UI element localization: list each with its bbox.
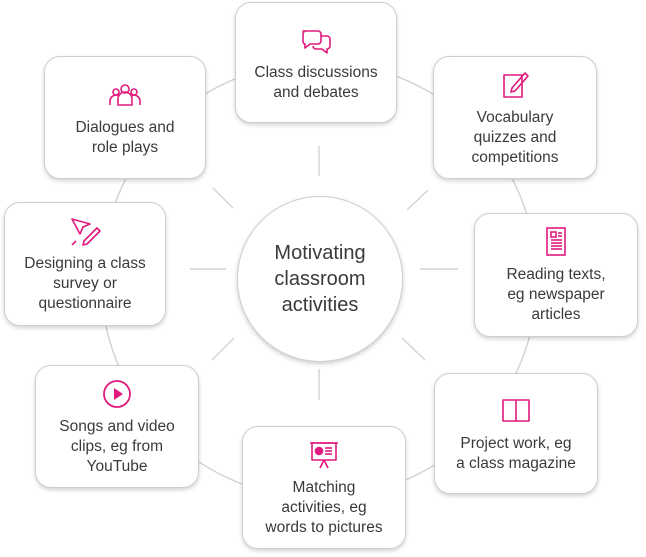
pen-cursor-icon (68, 214, 102, 248)
activity-card-dialogues: Dialogues and role plays (44, 56, 206, 179)
spoke-top-left (212, 187, 234, 209)
activity-label: Designing a class survey or questionnair… (24, 255, 146, 312)
activity-card-songs-video: Songs and video clips, eg from YouTube (35, 365, 199, 488)
spoke-top-right (406, 189, 429, 211)
activity-label: Reading texts, eg newspaper articles (506, 266, 606, 323)
spoke-bottom-right (401, 337, 426, 361)
activity-card-vocabulary-quizzes: Vocabulary quizzes and competitions (433, 56, 597, 179)
presentation-board-icon (307, 438, 341, 472)
activity-label: Project work, eg a class magazine (456, 434, 576, 472)
activity-label: Vocabulary quizzes and competitions (471, 108, 559, 166)
spoke-lines (190, 146, 458, 400)
activity-card-project-work: Project work, eg a class magazine (434, 373, 598, 494)
activity-label: Songs and video clips, eg from YouTube (59, 417, 175, 475)
spoke-bottom-left (211, 337, 235, 361)
activity-card-matching-activities: Matching activities, eg words to picture… (242, 426, 406, 549)
chat-bubbles-icon (299, 23, 333, 57)
activity-label: Dialogues and role plays (75, 118, 175, 156)
activity-card-reading-texts: Reading texts, eg newspaper articles (474, 213, 638, 337)
play-button-icon (100, 377, 134, 411)
activity-card-class-discussions: Class discussions and debates (235, 2, 397, 123)
document-text-icon (539, 225, 573, 259)
activity-label: Matching activities, eg words to picture… (265, 478, 383, 536)
center-hub: Motivating classroom activities (237, 196, 403, 362)
people-group-icon (108, 78, 142, 112)
activity-label: Class discussions and debates (254, 63, 378, 101)
pencil-note-icon (498, 68, 532, 102)
center-label: Motivating classroom activities (274, 242, 366, 316)
activity-card-class-survey: Designing a class survey or questionnair… (4, 202, 166, 326)
open-book-icon (499, 394, 533, 428)
